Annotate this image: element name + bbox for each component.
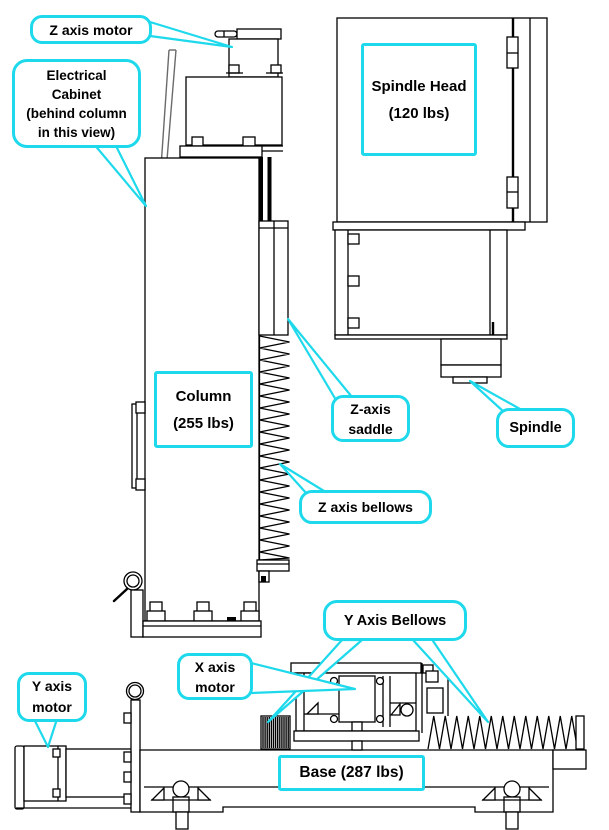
callout-z-axis-saddle: Z-axis saddle	[331, 395, 410, 442]
callout-y-axis-bellows: Y Axis Bellows	[323, 600, 467, 641]
leader-y-axis-motor	[32, 717, 59, 749]
callout-label: motor	[195, 678, 235, 695]
spindle-saddle-outline	[334, 229, 508, 340]
part-label: Column	[175, 387, 232, 405]
callout-spindle: Spindle	[496, 408, 575, 448]
part-label: Base (287 lbs)	[299, 764, 404, 781]
z-axis-saddle-outline	[258, 220, 289, 336]
x-axis-carriage-outline	[290, 662, 449, 751]
callout-x-axis-motor: X axis motor	[177, 653, 253, 700]
base-left-plate	[123, 681, 145, 813]
z-axis-motor-outline	[214, 28, 283, 78]
callout-leader-lines	[32, 20, 522, 749]
label-column: Column (255 lbs)	[154, 371, 253, 448]
column-base-outline	[112, 571, 262, 638]
spindle-outline	[440, 338, 502, 384]
label-base: Base (287 lbs)	[278, 755, 425, 791]
y-axis-bellows-outline	[427, 715, 585, 750]
callout-z-axis-motor: Z axis motor	[30, 15, 152, 44]
callout-label: Y Axis Bellows	[343, 612, 447, 629]
callout-label: Y axis	[31, 678, 73, 694]
leader-electrical-cabinet	[91, 141, 148, 208]
callout-z-axis-bellows: Z axis bellows	[299, 490, 432, 524]
callout-label: Electrical	[46, 67, 107, 83]
callout-label: Z-axis	[350, 400, 391, 417]
callout-label: Z axis motor	[49, 21, 133, 38]
y-axis-motor-outline	[14, 745, 134, 810]
z-ballscrew	[259, 157, 272, 223]
callout-label: saddle	[348, 420, 393, 437]
callout-electrical-cabinet: Electrical Cabinet (behind column in thi…	[12, 59, 141, 148]
y-axis-bellows-compressed	[260, 715, 291, 750]
callout-label: Z axis bellows	[318, 499, 413, 515]
callout-label: motor	[32, 699, 72, 715]
callout-label: X axis	[194, 658, 236, 675]
leader-y-axis-bellows-right	[411, 636, 490, 724]
label-spindle-head: Spindle Head (120 lbs)	[361, 43, 477, 156]
callout-label: Cabinet	[51, 86, 102, 102]
part-label: Spindle Head	[371, 77, 467, 95]
callout-y-axis-motor: Y axis motor	[17, 672, 87, 722]
part-weight: (255 lbs)	[173, 414, 234, 432]
z-axis-bellows-outline	[256, 335, 290, 583]
part-weight: (120 lbs)	[388, 104, 450, 122]
column-head-outline	[179, 76, 283, 158]
callout-label: (behind column	[26, 105, 127, 121]
callout-label: Spindle	[509, 420, 562, 436]
callout-label: in this view)	[37, 124, 116, 140]
